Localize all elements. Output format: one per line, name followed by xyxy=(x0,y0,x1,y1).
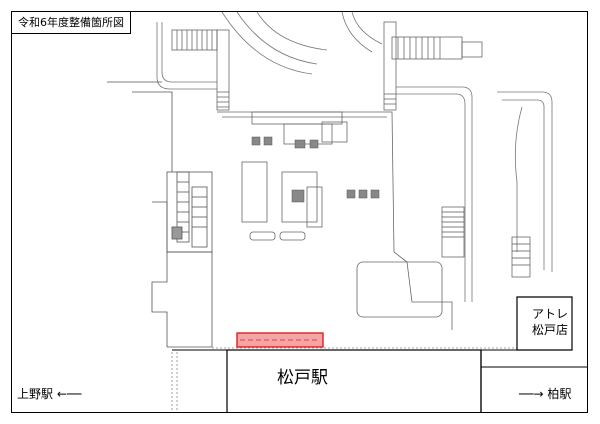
left-building xyxy=(107,81,213,348)
map-title: 令和6年度整備箇所図 xyxy=(12,12,131,34)
left-plaza-road xyxy=(156,12,383,90)
right-side-stairs xyxy=(441,206,531,278)
right-road xyxy=(396,86,553,302)
station-plan-map xyxy=(107,12,587,412)
atre-label: アトレ 松戸店 xyxy=(532,306,568,338)
map-frame: 令和6年度整備箇所図 松戸駅 アトレ 松戸店 上野駅 ←── ──→ 柏駅 xyxy=(11,11,588,413)
central-plaza xyxy=(217,111,453,330)
station-building xyxy=(226,349,482,412)
direction-ueno-label: 上野駅 ←── xyxy=(17,387,82,401)
sidewalk-dots xyxy=(171,347,517,412)
atre-label-line1: アトレ xyxy=(532,307,569,321)
upper-right-stairs xyxy=(383,21,483,111)
atre-label-line2: 松戸店 xyxy=(532,323,569,337)
station-name-label: 松戸駅 xyxy=(277,368,328,388)
atre-building xyxy=(516,296,573,351)
upper-left-stairs xyxy=(171,29,230,111)
plaza-equipment xyxy=(251,136,380,203)
direction-kashiwa-label: ──→ 柏駅 xyxy=(519,387,572,401)
